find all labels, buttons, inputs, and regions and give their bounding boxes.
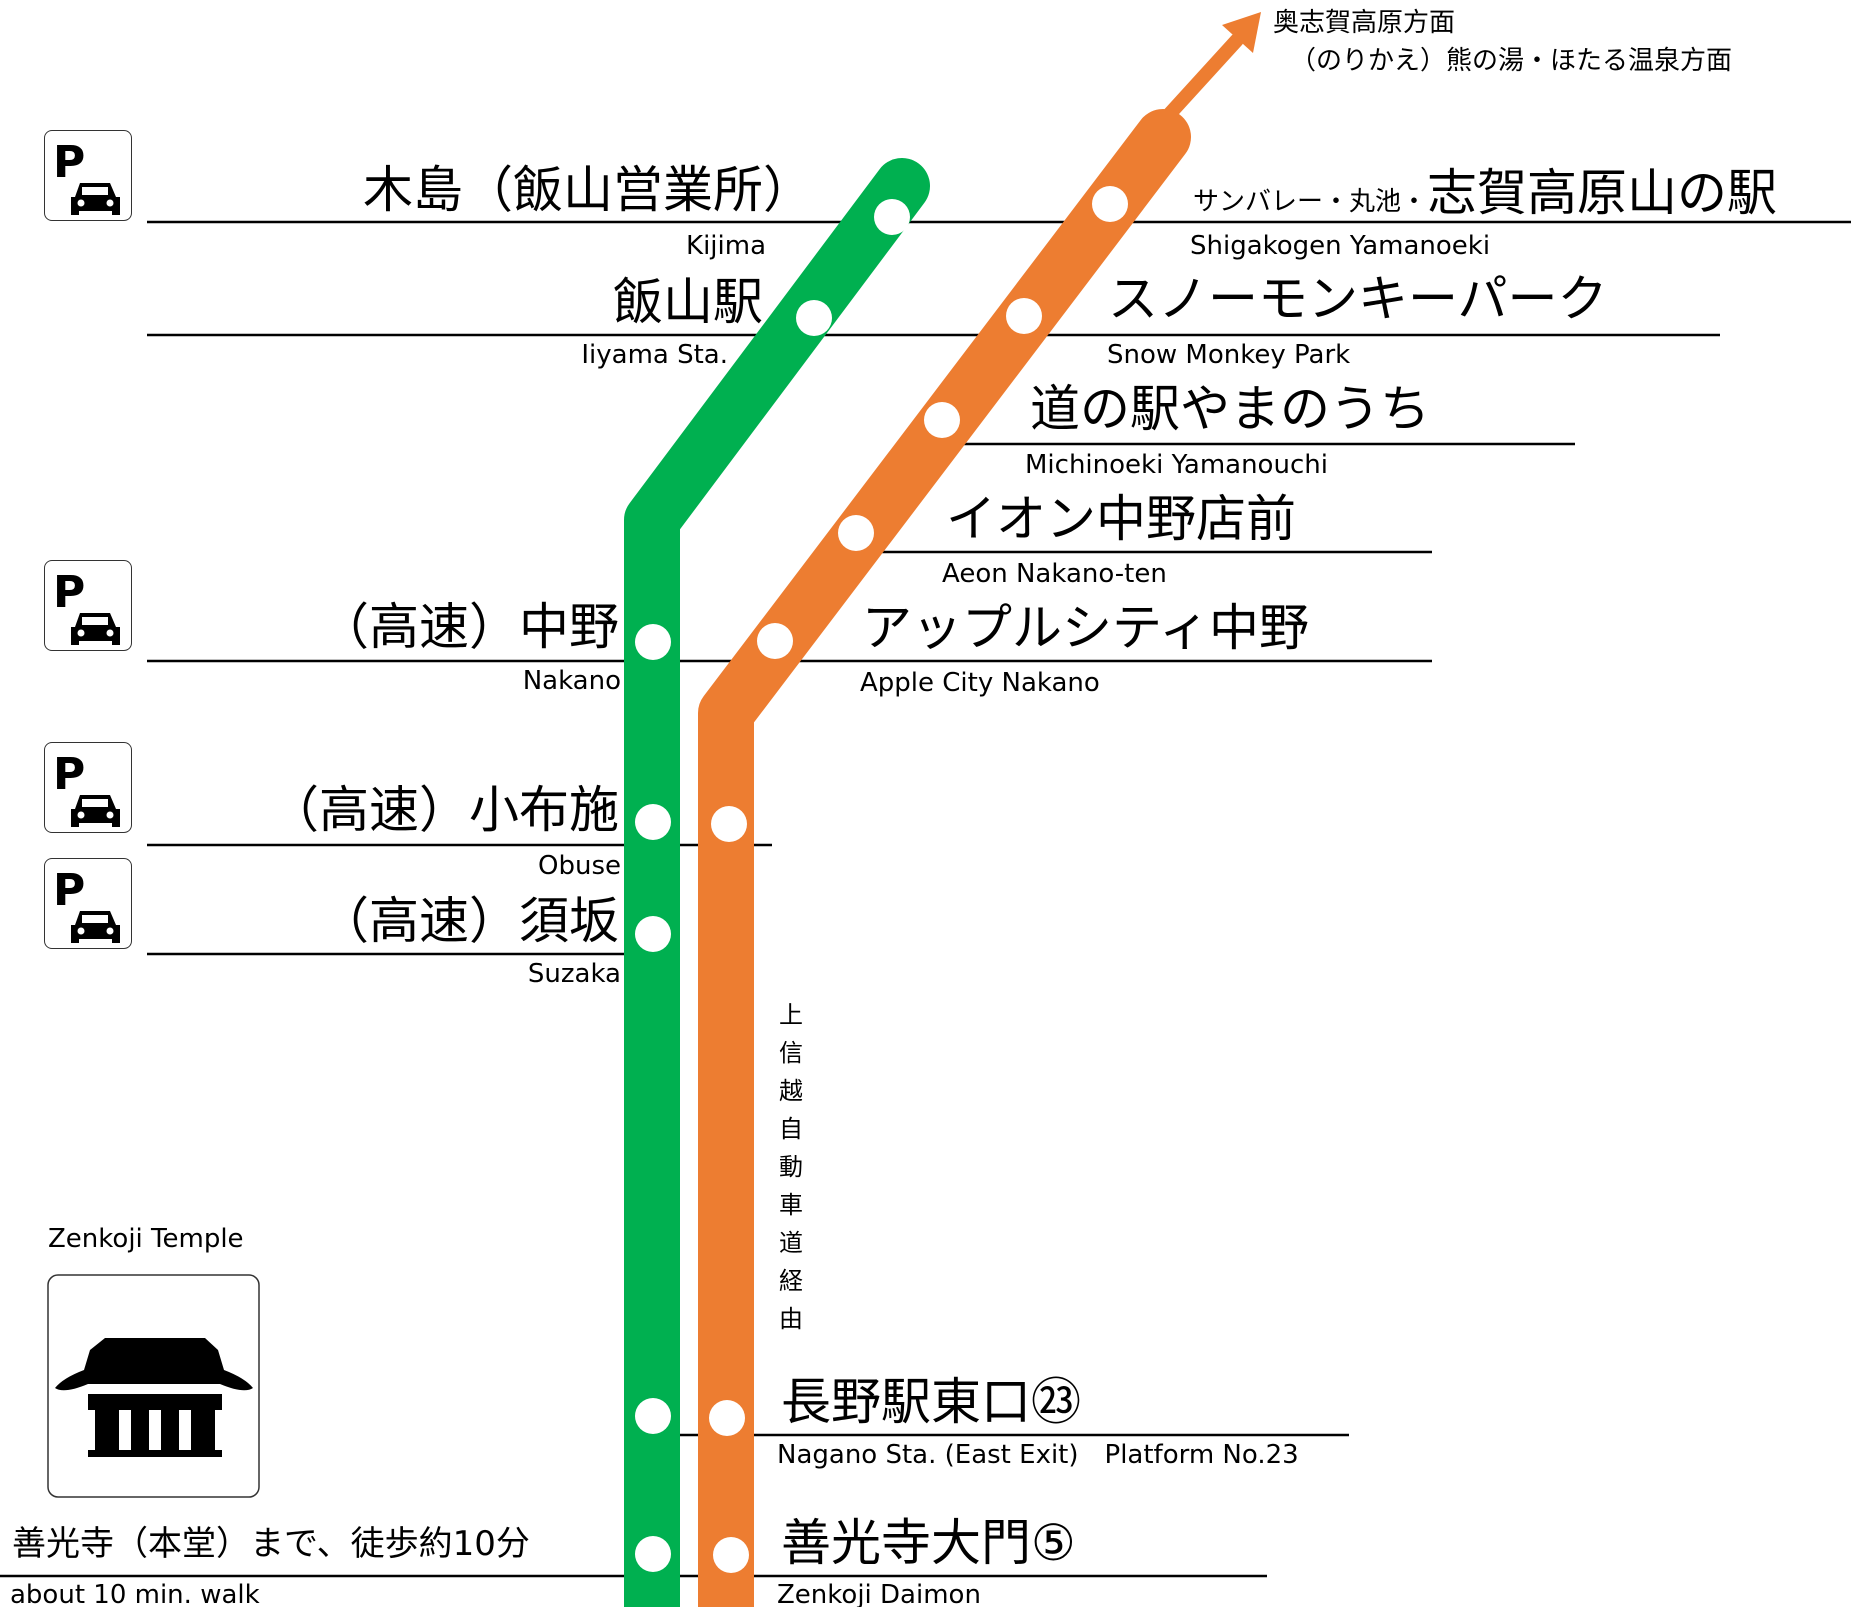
parking-car-icon: P xyxy=(44,858,132,949)
stop-name-en-nakano: Nakano xyxy=(522,666,621,696)
temple-icon xyxy=(47,1274,260,1498)
stop-dot-michinoeki xyxy=(924,402,960,438)
stop-dot-suzaka xyxy=(635,916,671,952)
orange-stop-dots xyxy=(709,186,1128,1573)
stop-name-ja-nakano: （高速）中野 xyxy=(319,598,619,656)
stop-name-ja-obuse: （高速）小布施 xyxy=(269,781,619,839)
zenkoji-walk-ja: 善光寺（本堂）まで、徒歩約10分 xyxy=(12,1524,530,1564)
stop-dot-nakano xyxy=(635,624,671,660)
stop-name-ja-aeon: イオン中野店前 xyxy=(946,490,1296,548)
stop-dot-applecity xyxy=(757,623,793,659)
stop-name-en-shiga: Shigakogen Yamanoeki xyxy=(1190,231,1491,261)
direction-line1: 奥志賀高原方面 xyxy=(1273,8,1456,38)
direction-line2: （のりかえ）熊の湯・ほたる温泉方面 xyxy=(1290,46,1733,76)
svg-text:P: P xyxy=(53,137,85,188)
stop-name-en-obuse: Obuse xyxy=(538,851,621,881)
stop-dot-nagano-orange xyxy=(709,1400,745,1436)
stop-dot-obuse xyxy=(635,804,671,840)
stop-dot-zenkoji-green xyxy=(635,1536,671,1572)
stop-name-en-suzaka: Suzaka xyxy=(527,959,621,989)
stop-name-ja-applecity: アップルシティ中野 xyxy=(862,599,1309,657)
stop-name-ja-suzaka: （高速）須坂 xyxy=(319,892,619,950)
svg-text:P: P xyxy=(53,865,85,916)
stop-name-en-zenkoji-daimon: Zenkoji Daimon xyxy=(777,1580,981,1607)
stop-name-ja-iiyama: 飯山駅 xyxy=(613,273,763,331)
stop-name-en-michinoeki: Michinoeki Yamanouchi xyxy=(1025,450,1328,480)
parking-car-icon: P xyxy=(44,560,132,651)
stop-name-en-nagano: Nagano Sta. (East Exit) Platform No.23 xyxy=(777,1440,1299,1470)
parking-car-icon: P xyxy=(44,742,132,833)
stop-name-en-snowmonkey: Snow Monkey Park xyxy=(1107,340,1351,370)
expressway-note: 上信越自動車道経由 xyxy=(779,1001,803,1333)
stop-name-en-applecity: Apple City Nakano xyxy=(860,668,1100,698)
stop-name-ja-michinoeki: 道の駅やまのうち xyxy=(1030,380,1430,438)
stop-name-en-iiyama: Iiyama Sta. xyxy=(581,340,728,370)
stop-dot-iiyama xyxy=(796,300,832,336)
stop-dot-kijima xyxy=(874,199,910,235)
stop-name-ja-zenkoji-daimon: 善光寺大門⑤ xyxy=(781,1514,1076,1572)
stop-dot-shiga xyxy=(1092,186,1128,222)
stop-dot-obuse-orange xyxy=(711,806,747,842)
stop-name-ja-shiga: サンバレー・丸池・志賀高原山の駅 xyxy=(1193,168,1777,218)
svg-text:P: P xyxy=(53,749,85,800)
parking-car-icon: P xyxy=(44,130,132,221)
stop-name-en-kijima: Kijima xyxy=(686,231,766,261)
stop-name-en-aeon: Aeon Nakano-ten xyxy=(942,559,1167,589)
stop-name-ja-kijima: 木島（飯山営業所） xyxy=(363,161,813,219)
svg-text:P: P xyxy=(53,567,85,618)
stop-dot-aeon xyxy=(838,515,874,551)
stop-dot-zenkoji-orange xyxy=(713,1537,749,1573)
stop-name-ja-prefix-shiga: サンバレー・丸池・ xyxy=(1193,187,1428,217)
stop-name-ja-snowmonkey: スノーモンキーパーク xyxy=(1108,270,1608,328)
green-route-line xyxy=(624,158,930,1607)
stop-dot-snowmonkey xyxy=(1006,298,1042,334)
stop-name-ja-nagano: 長野駅東口㉓ xyxy=(781,1373,1081,1431)
zenkoji-walk-en: about 10 min. walk xyxy=(10,1580,260,1607)
green-stop-dots xyxy=(635,199,910,1572)
zenkoji-temple-label: Zenkoji Temple xyxy=(48,1224,244,1254)
stop-name-ja-main-shiga: 志賀高原山の駅 xyxy=(1427,164,1778,222)
stop-dot-nagano-green xyxy=(635,1398,671,1434)
